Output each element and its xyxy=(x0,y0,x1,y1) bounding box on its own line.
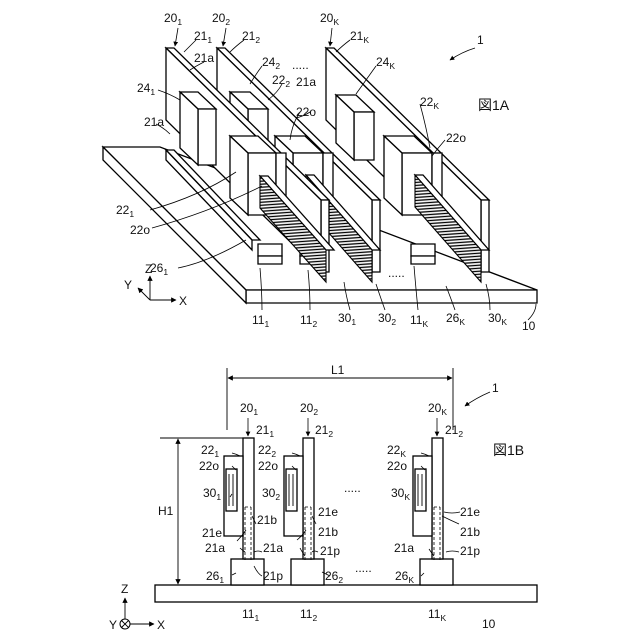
figure-1b-label-21p_3: 21p xyxy=(460,544,480,558)
figure-1b-label-21a_3: 21a xyxy=(394,541,414,555)
figure-1b-label-21a_1: 21a xyxy=(205,541,225,555)
axes-1a xyxy=(138,276,176,300)
fig1b-ellipsis-bottom: ..... xyxy=(355,561,372,575)
fig1a-ref: 1 xyxy=(477,33,484,47)
figure-1a-label-30_1: 301 xyxy=(338,311,356,327)
figure-1b-label-11_1: 111 xyxy=(242,607,259,623)
figure-1b-label-10: 10 xyxy=(482,617,496,631)
figure-1b-label-30_k: 30K xyxy=(391,486,410,502)
figure-1b-label-21e_3: 21e xyxy=(460,505,480,519)
figure-1b-label-21p_2: 21p xyxy=(320,544,340,558)
figure-1b-label-30_2: 302 xyxy=(262,486,280,502)
unit-k-side xyxy=(413,438,453,585)
figure-1a-label-22o_left: 22o xyxy=(130,223,150,237)
fig1b-ref: 1 xyxy=(492,381,499,395)
figure-1b-label-22_k: 22K xyxy=(387,443,406,459)
figure-1b-label-22_2: 222 xyxy=(258,443,276,459)
figure-1a-perspective xyxy=(103,28,537,320)
figure-1a-label-21_k: 21K xyxy=(350,29,369,45)
figure-1b-side-view xyxy=(120,368,537,629)
figure-1b-label-21e_2: 21e xyxy=(318,505,338,519)
fig1b-ellipsis: ..... xyxy=(344,481,361,495)
figure-1a-label-30_k: 30K xyxy=(488,311,507,327)
figure-1b-label-11_k: 11K xyxy=(428,607,446,623)
axes-1b xyxy=(120,598,154,629)
fig1a-axis-x: X xyxy=(179,294,187,308)
fig1b-axis-y: Y xyxy=(109,618,117,632)
figure-1b-label-21e_1: 21e xyxy=(202,526,222,540)
figure-1a-label-22_2: 222 xyxy=(272,73,290,89)
figure-1a-label-26_k: 26K xyxy=(446,311,465,327)
fig1a-ellipsis: ..... xyxy=(292,58,309,72)
figure-1b-label-21p_1: 21p xyxy=(263,569,283,583)
fig1b-axis-z: Z xyxy=(121,582,128,596)
figure-1b-label-22o_1: 22o xyxy=(199,459,219,473)
figure-1b-label-26_1: 261 xyxy=(206,569,224,585)
figure-1b-label-22o_3: 22o xyxy=(387,459,407,473)
fig1a-axis-y: Y xyxy=(124,278,132,292)
figure-1a-label-20_k: 20K xyxy=(320,11,339,27)
fig1a-ellipsis-bottom: ..... xyxy=(388,266,405,280)
figure-1a-label-20_2: 202 xyxy=(212,11,230,27)
figure-1b-label-20_2: 202 xyxy=(300,401,318,417)
figure-1a-label-22_k: 22K xyxy=(420,95,439,111)
figure-1a-label-20_1: 201 xyxy=(164,11,182,27)
substrate-10-side xyxy=(155,585,537,602)
fig1a-title: 図1A xyxy=(478,97,510,113)
dimension-l1: L1 xyxy=(331,363,345,377)
figure-1a-label-22_1: 221 xyxy=(116,203,134,219)
figure-1b-label-30_1: 301 xyxy=(203,486,221,502)
figure-1b-label-21a_2: 21a xyxy=(263,541,283,555)
figure-1a-label-11_2: 112 xyxy=(300,313,317,329)
figure-1b-label-21_1: 211 xyxy=(256,423,274,439)
figure-1a-label-11_k: 11K xyxy=(410,313,428,329)
figure-1b-label-22_1: 221 xyxy=(201,443,219,459)
figure-1a-label-30_2: 302 xyxy=(378,311,396,327)
figure-1a-label-21a_top2: 21a xyxy=(296,75,316,89)
fig1b-axis-x: X xyxy=(157,618,165,632)
figure-1a-label-22o_top: 22o xyxy=(296,105,316,119)
figure-1b-label-22o_2: 22o xyxy=(258,459,278,473)
figure-1a-label-24_2: 242 xyxy=(262,55,280,71)
figure-1b-label-11_2: 112 xyxy=(300,607,317,623)
dimension-h1: H1 xyxy=(158,504,174,518)
figure-1b-label-20_1: 201 xyxy=(240,401,258,417)
figure-1a-label-11_1: 111 xyxy=(252,313,269,329)
figure-1a-label-26_1: 261 xyxy=(150,261,168,277)
figure-1b-label-26_2: 262 xyxy=(325,569,343,585)
figure-1b-label-20_k: 20K xyxy=(428,401,447,417)
figure-1b-label-21b_3: 21b xyxy=(460,525,480,539)
figure-1b-label-21_2b: 212 xyxy=(445,423,463,439)
figure-1a-label-24_1: 241 xyxy=(137,81,155,97)
figure-1a-label-21_1: 211 xyxy=(194,29,212,45)
figure-1b-label-21b_1: 21b xyxy=(257,513,277,527)
figure-1b-label-26_k: 26K xyxy=(395,569,414,585)
fig1b-title: 図1B xyxy=(493,442,524,458)
figure-1a-label-22o_right: 22o xyxy=(446,131,466,145)
figure-1a-label-10: 10 xyxy=(522,319,536,333)
figure-1a-label-21a_top1: 21a xyxy=(194,51,214,65)
figure-1b-label-21b_2: 21b xyxy=(318,525,338,539)
figure-1a-label-21a_left: 21a xyxy=(144,115,164,129)
figure-1a-label-21_2: 212 xyxy=(242,29,260,45)
figure-1a-label-24_k: 24K xyxy=(376,55,395,71)
figure-1b-label-21_2a: 212 xyxy=(315,423,333,439)
